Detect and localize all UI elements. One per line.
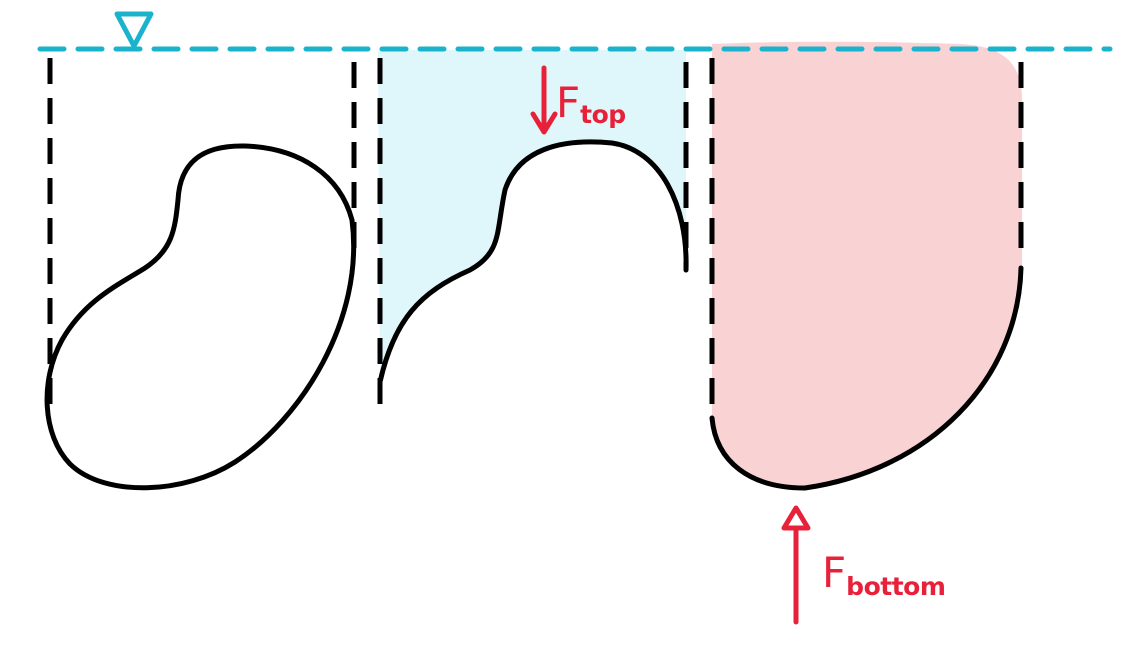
bottom-fluid-region: [712, 41, 1022, 488]
force-top-arrow: [530, 65, 558, 135]
force-top-symbol: F: [556, 78, 581, 127]
force-bottom-label: Fbottom: [822, 552, 946, 600]
right-bottom-surface-curve: [709, 265, 1024, 491]
inverted-triangle-icon: [114, 11, 154, 49]
force-bottom-subscript: bottom: [846, 572, 946, 601]
middle-top-surface-curve: [377, 139, 689, 385]
force-top-label: Ftop: [556, 82, 626, 128]
left-body-outline: [44, 143, 357, 491]
force-bottom-arrow: [781, 505, 811, 625]
force-bottom-symbol: F: [822, 548, 847, 597]
top-fluid-region: [378, 50, 687, 382]
force-top-subscript: top: [580, 100, 626, 129]
